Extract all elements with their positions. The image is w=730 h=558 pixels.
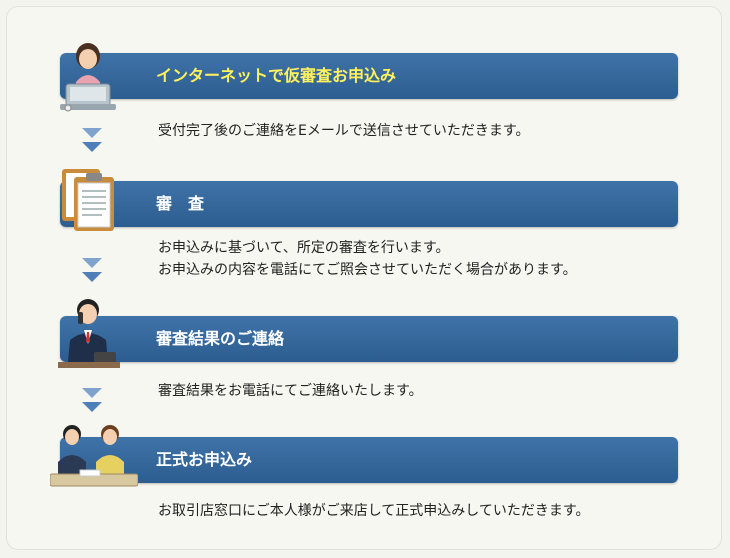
meeting-at-desk-icon bbox=[50, 425, 138, 487]
step-1-bar: インターネットで仮審査お申込み bbox=[60, 53, 678, 99]
step-2-desc-line-2: お申込みの内容を電話にてご照会させていただく場合があります。 bbox=[158, 262, 577, 278]
step-3-desc-line-1: 審査結果をお電話にてご連絡いたします。 bbox=[158, 383, 423, 399]
step-4-title: 正式お申込み bbox=[156, 450, 253, 469]
documents-clipboard-icon bbox=[62, 169, 114, 231]
step-4-desc-line-1: お取引店窓口にご本人様がご来店して正式申込みしていただきます。 bbox=[158, 503, 590, 519]
step-2-desc-line-1: お申込みに基づいて、所定の審査を行います。 bbox=[158, 240, 450, 256]
step-4-bar: 正式お申込み bbox=[60, 437, 678, 483]
man-on-phone-icon bbox=[58, 299, 120, 368]
down-arrows-icon bbox=[82, 388, 102, 412]
down-arrows-icon bbox=[82, 258, 102, 282]
step-2-title: 審 査 bbox=[156, 194, 205, 213]
step-1-title: インターネットで仮審査お申込み bbox=[156, 66, 397, 85]
down-arrows-icon bbox=[82, 128, 102, 152]
step-2-bar: 審 査 bbox=[60, 181, 678, 227]
step-1-desc-line-1: 受付完了後のご連絡をEメールで送信させていただきます。 bbox=[158, 123, 530, 139]
woman-at-computer-icon bbox=[60, 43, 116, 112]
step-3-title: 審査結果のご連絡 bbox=[156, 329, 285, 348]
step-3-bar: 審査結果のご連絡 bbox=[60, 316, 678, 362]
